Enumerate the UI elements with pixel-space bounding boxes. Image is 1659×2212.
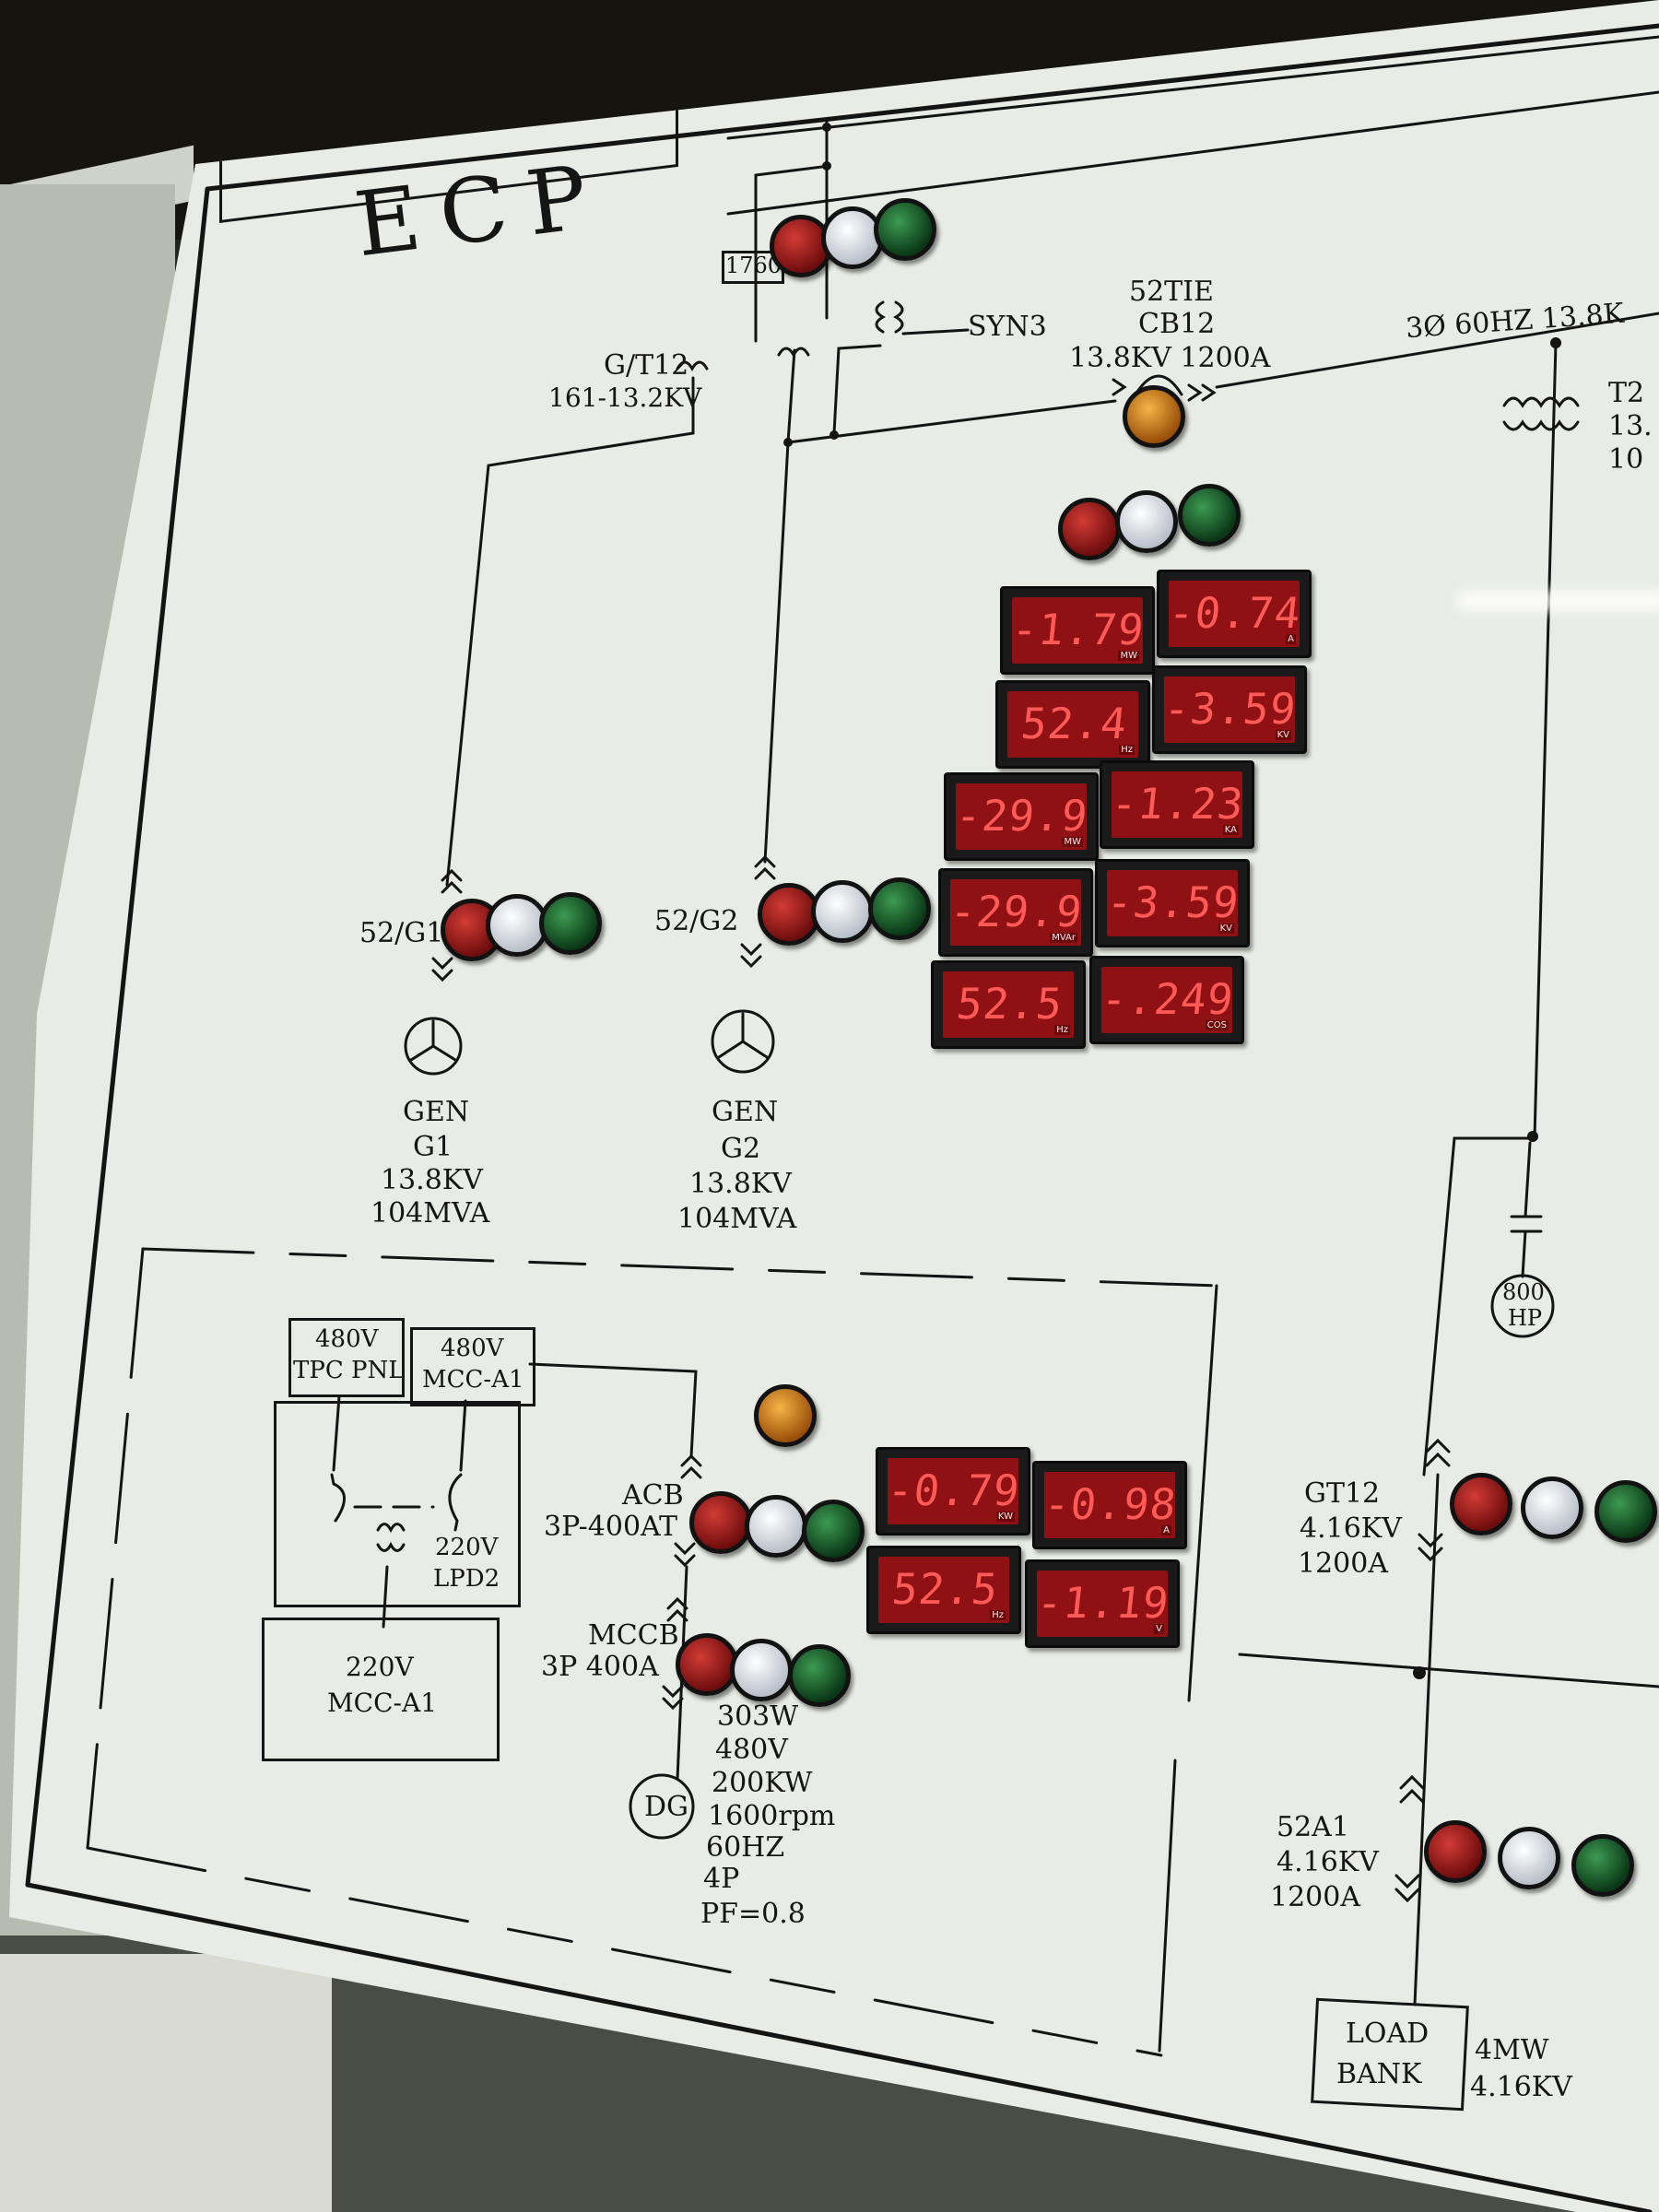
mcc-a1-480-l2: MCC-A1 bbox=[422, 1366, 524, 1394]
lpd2-enclosure bbox=[274, 1401, 521, 1607]
mccb-red-lamp bbox=[676, 1633, 738, 1696]
mcc-a1-220-l2: MCC-A1 bbox=[327, 1688, 438, 1718]
mccb-l1: MCCB bbox=[588, 1619, 679, 1652]
t2-line2: 13. bbox=[1608, 410, 1653, 442]
gt12-green-lamp bbox=[1594, 1480, 1657, 1543]
a1-white-lamp bbox=[1498, 1827, 1560, 1889]
mcc-a1-220-l1: 220V bbox=[346, 1652, 414, 1682]
g2-gen-l3: 13.8KV bbox=[689, 1168, 792, 1200]
mcc-a1-220-box bbox=[262, 1618, 500, 1761]
g1-gen-l2: G1 bbox=[413, 1131, 453, 1163]
acb-white-lamp bbox=[745, 1495, 807, 1558]
g1-white-lamp bbox=[486, 894, 548, 957]
g2-breaker-label: 52/G2 bbox=[654, 905, 739, 937]
dg-spec-2: 480V bbox=[715, 1734, 788, 1766]
dg-spec-3: 200KW bbox=[712, 1767, 813, 1799]
dg-spec-6: 4P bbox=[703, 1863, 740, 1895]
acb-l1: ACB bbox=[622, 1479, 684, 1512]
a1-green-lamp bbox=[1571, 1834, 1634, 1897]
g2-green-lamp bbox=[868, 877, 931, 940]
load-bank-l1: LOAD bbox=[1346, 2018, 1430, 2050]
lpd2-l2: LPD2 bbox=[433, 1565, 500, 1593]
console-desk bbox=[0, 1954, 332, 2212]
mccb-l2: 3P 400A bbox=[541, 1651, 659, 1683]
load-bank-box bbox=[1311, 1997, 1469, 2112]
acb-red-lamp bbox=[689, 1491, 752, 1554]
acb-green-lamp bbox=[802, 1500, 865, 1562]
breaker-1760-green-lamp bbox=[874, 198, 936, 261]
mcc-a1-480-l1: 480V bbox=[441, 1335, 504, 1362]
cb12-red-lamp bbox=[1058, 498, 1121, 560]
g1-gen-l1: GEN bbox=[403, 1096, 470, 1128]
t2-label: T2 bbox=[1608, 377, 1645, 409]
a1-red-lamp bbox=[1424, 1820, 1487, 1883]
motor-rating-l2: HP bbox=[1508, 1305, 1543, 1331]
g2-gen-l2: G2 bbox=[721, 1133, 761, 1165]
light-reflection bbox=[1456, 590, 1659, 612]
g1-breaker-label: 52/G1 bbox=[359, 917, 444, 949]
gt12-red-lamp bbox=[1450, 1473, 1512, 1535]
cb12-amber-lamp bbox=[1123, 385, 1185, 448]
gt12-white-lamp bbox=[1521, 1477, 1583, 1539]
syn3-label: SYN3 bbox=[968, 311, 1047, 343]
mccb-green-lamp bbox=[788, 1644, 851, 1707]
cb12-white-lamp bbox=[1115, 490, 1178, 553]
g1-green-lamp bbox=[539, 892, 602, 955]
load-bank-l2: BANK bbox=[1336, 2058, 1422, 2090]
dg-spec-1: 303W bbox=[717, 1700, 799, 1733]
cb12-sub: CB12 bbox=[1138, 308, 1216, 340]
dg-label: DG bbox=[644, 1791, 689, 1823]
t2-line3: 10 bbox=[1608, 443, 1644, 476]
acb-amber-lamp bbox=[754, 1384, 817, 1447]
cb12-rating: 13.8KV 1200A bbox=[1069, 342, 1271, 374]
motor-rating-l1: 800 bbox=[1502, 1279, 1545, 1305]
a1-breaker-l2: 4.16KV bbox=[1277, 1846, 1379, 1878]
dg-spec-7: PF=0.8 bbox=[700, 1898, 806, 1930]
load-bank-rating-l1: 4MW bbox=[1475, 2034, 1549, 2066]
g1-gen-l3: 13.8KV bbox=[381, 1164, 483, 1196]
tpc-pnl-l2: TPC PNL bbox=[293, 1357, 405, 1384]
tpc-pnl-box bbox=[288, 1318, 405, 1397]
g2-gen-l1: GEN bbox=[712, 1096, 779, 1128]
gt12-breaker-l2: 4.16KV bbox=[1300, 1512, 1402, 1545]
gt12-breaker-l3: 1200A bbox=[1298, 1547, 1389, 1580]
lpd2-l1: 220V bbox=[435, 1534, 499, 1561]
gt12-transformer-ratio: 161-13.2KV bbox=[548, 382, 702, 413]
cb12-name: 52TIE bbox=[1129, 276, 1214, 308]
g1-gen-l4: 104MVA bbox=[371, 1197, 490, 1230]
a1-breaker-l1: 52A1 bbox=[1277, 1811, 1349, 1843]
acb-l2: 3P-400AT bbox=[544, 1511, 678, 1543]
dg-spec-5: 60HZ bbox=[706, 1831, 785, 1864]
mccb-white-lamp bbox=[730, 1639, 793, 1701]
g2-gen-l4: 104MVA bbox=[677, 1203, 797, 1235]
dg-spec-4: 1600rpm bbox=[708, 1800, 836, 1832]
gt12-transformer-label: G/T12 bbox=[604, 349, 689, 382]
cb12-green-lamp bbox=[1178, 484, 1241, 547]
mcc-a1-480-box bbox=[410, 1327, 535, 1406]
a1-breaker-l3: 1200A bbox=[1270, 1881, 1361, 1913]
load-bank-rating-l2: 4.16KV bbox=[1470, 2071, 1572, 2103]
g2-white-lamp bbox=[811, 880, 874, 943]
gt12-breaker-l1: GT12 bbox=[1304, 1477, 1381, 1510]
tpc-pnl-l1: 480V bbox=[315, 1325, 379, 1353]
